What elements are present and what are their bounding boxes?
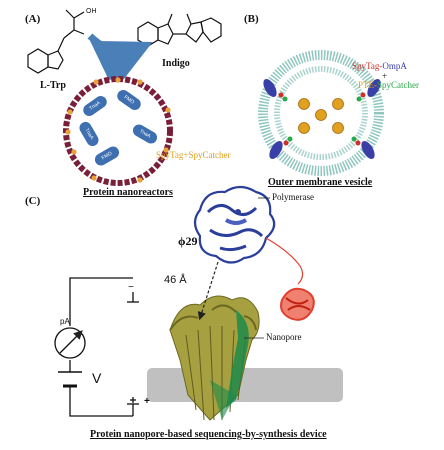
panel-c-label: (C) <box>25 195 41 207</box>
panel-a-label: (A) <box>25 13 41 25</box>
dna-strand <box>265 237 304 285</box>
panel-b-graphics <box>258 50 384 176</box>
pte-spycatcher-line: PTE-SpyCatcher <box>358 80 419 90</box>
voltage-label: V <box>92 370 102 386</box>
negative-terminal: − <box>128 282 134 293</box>
battery-symbol <box>58 371 82 388</box>
pte-text: PTE- <box>358 80 377 90</box>
plus-sign: + <box>382 71 388 81</box>
l-trp-structure <box>27 9 85 74</box>
panel-c-caption: Protein nanopore-based sequencing-by-syn… <box>90 429 327 440</box>
l-trp-label: L-Trp <box>40 80 66 91</box>
lipid-membrane <box>147 368 343 402</box>
phi29-label: ϕ29 <box>178 234 198 248</box>
polymerase-label: Polymerase <box>272 192 314 202</box>
vesicle-inner-membrane <box>274 66 368 160</box>
spytag-text: SpyTag- <box>352 61 383 71</box>
ammeter-needle <box>59 330 83 354</box>
conversion-arrow <box>87 33 153 92</box>
ompa-text: OmpA <box>382 61 407 71</box>
indigo-label: Indigo <box>162 58 190 69</box>
spycatcher-text: SpyCatcher <box>377 80 419 90</box>
ompa-proteins <box>263 78 381 160</box>
ammeter-label: pA <box>60 317 70 326</box>
dna-helix <box>280 287 315 321</box>
nanopore-structure <box>169 295 260 421</box>
panel-b-caption: Outer membrane vesicle <box>268 177 373 188</box>
pte-enzymes <box>298 98 344 134</box>
panel-b-label: (B) <box>244 13 259 25</box>
vesicle-outer-membrane <box>258 50 384 176</box>
distance-label: 46 Å <box>164 274 187 286</box>
panel-a-caption: Protein nanoreactors <box>83 187 173 198</box>
hydroxyl-label: OH <box>86 8 97 15</box>
positive-terminal: + <box>144 396 150 407</box>
circuit-wiring <box>69 277 139 417</box>
nanoreactor-linkers <box>65 77 171 183</box>
spy-linkers <box>278 92 366 146</box>
spytag-ompa-line: SpyTag-OmpA <box>352 61 407 71</box>
nanopore-label: Nanopore <box>266 332 302 342</box>
spytag-spycatcher-label: SpyTag+SpyCatcher <box>156 150 231 160</box>
indigo-structure <box>137 13 222 47</box>
panel-c-graphics <box>54 185 343 421</box>
